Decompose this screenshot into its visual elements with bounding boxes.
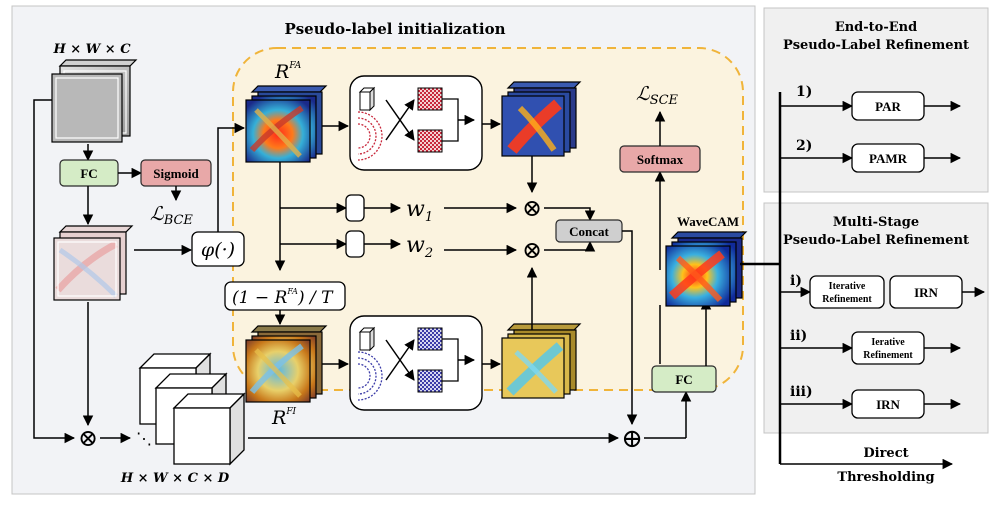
pamr-label: PAMR	[869, 151, 908, 166]
irn-label-1: IRN	[914, 285, 938, 300]
inverse-expr: (1 − RFA) / T	[232, 287, 334, 308]
r-fi-heatmap-stack	[245, 325, 328, 403]
svg-text:2): 2)	[796, 138, 812, 154]
stack-dots: ⋱	[136, 429, 152, 448]
svg-text:ii): ii)	[790, 328, 807, 344]
upper-wavelet-content	[357, 86, 476, 161]
inverse-box	[224, 281, 346, 311]
svg-text:1): 1)	[796, 84, 812, 100]
par-label: PAR	[875, 99, 901, 114]
expanded-cube-stack	[138, 352, 246, 466]
otimes-w1: ⊗	[522, 194, 542, 222]
svg-text:i): i)	[790, 273, 802, 289]
wavecam-heatmap-stack	[665, 231, 748, 307]
phi-label: φ(·)	[201, 239, 235, 261]
direct-line1: Direct	[863, 446, 908, 461]
svg-text:Ierative: Ierative	[871, 337, 905, 348]
input-dims-label: H × W × C	[52, 42, 131, 57]
wavecam-label: WaveCAM	[677, 214, 739, 229]
refined-fa-heatmap-stack	[501, 81, 582, 157]
expanded-dims-label: H × W × C × D	[120, 471, 230, 486]
main-panel-title: Pseudo-label initialization	[284, 20, 505, 38]
ms-title-line1: Multi-Stage	[833, 215, 919, 230]
ms-item-iii: iii) IRN	[780, 384, 962, 419]
input-feature-stack	[51, 59, 138, 143]
ms-title-line2: Pseudo-Label Refinement	[783, 233, 969, 248]
w2-label: w2	[406, 233, 433, 261]
concat-label: Concat	[569, 224, 609, 239]
e2e-title-line1: End-to-End	[835, 20, 917, 35]
loss-sce: ℒSCE	[636, 83, 679, 108]
softmax-label: Softmax	[637, 152, 684, 167]
attention-feature-stack	[53, 225, 134, 301]
lower-wavelet-content	[357, 326, 476, 401]
ms-item-i: i) Iterative Refinement IRN	[780, 273, 986, 309]
oplus: ⊕	[621, 424, 643, 454]
otimes-w2: ⊗	[522, 236, 542, 264]
svg-text:Iterative: Iterative	[829, 281, 866, 292]
w1-block	[345, 194, 365, 222]
fc-right-box	[651, 365, 717, 393]
sigmoid-label: Sigmoid	[153, 166, 199, 181]
e2e-item-pamr: 2) PAMR	[780, 138, 962, 173]
w1-label: w1	[406, 197, 433, 225]
refined-fi-heatmap-stack	[501, 323, 582, 399]
otimes-left: ⊗	[78, 424, 98, 452]
e2e-item-par: 1) PAR	[780, 84, 962, 121]
w2-block	[345, 230, 365, 258]
fc-left-label: FC	[80, 166, 97, 181]
r-fi-label: RFI	[271, 407, 297, 429]
svg-text:Refinement: Refinement	[863, 350, 913, 361]
svg-text:iii): iii)	[790, 384, 813, 400]
irn-label-2: IRN	[876, 397, 900, 412]
e2e-title-line2: Pseudo-Label Refinement	[783, 38, 969, 53]
direct-line2: Thresholding	[837, 470, 934, 485]
ms-item-ii: ii) Ierative Refinement	[780, 328, 962, 365]
r-fa-heatmap-stack	[245, 85, 328, 163]
r-fa-label: RFA	[274, 61, 302, 83]
fc-right-label: FC	[675, 372, 692, 387]
svg-text:Refinement: Refinement	[822, 294, 872, 305]
loss-bce: ℒBCE	[150, 203, 193, 228]
